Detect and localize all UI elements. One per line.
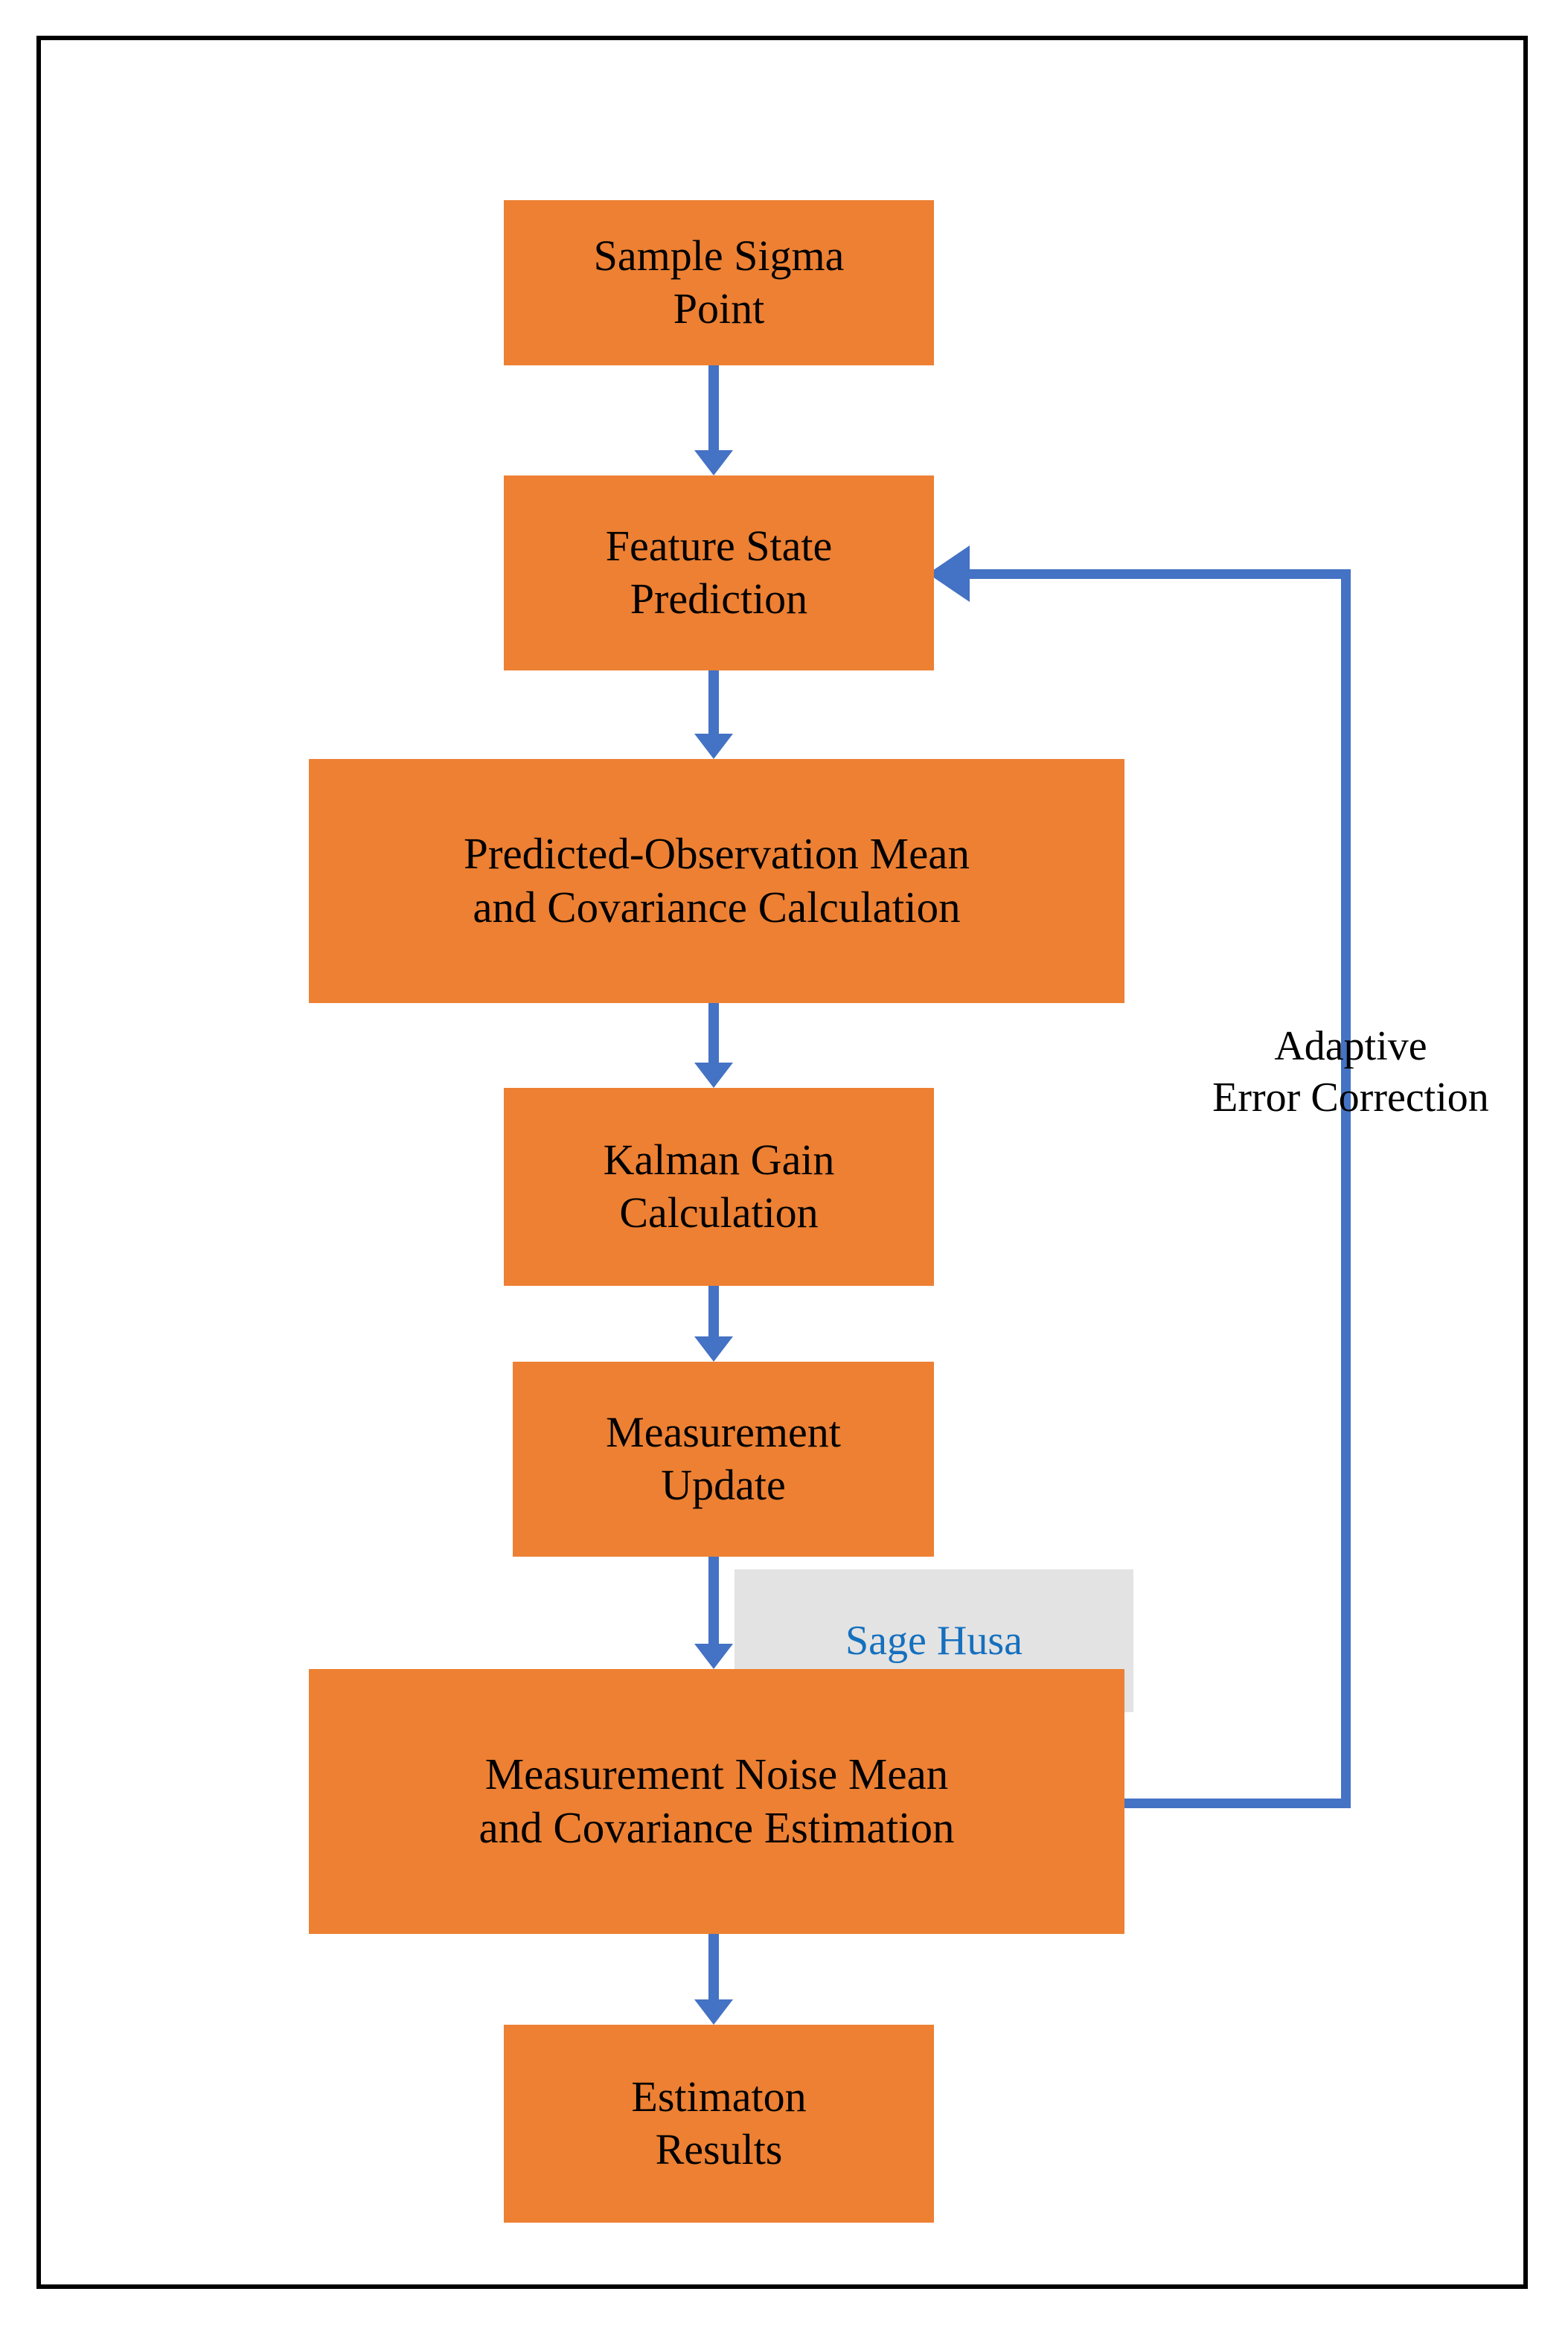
node-estimation-results-label: Estimaton Results xyxy=(631,2072,807,2174)
arrow-measurement-update-to-measurement-noise xyxy=(708,1557,719,1645)
node-predicted-observation-label: Predicted-Observation Mean and Covarianc… xyxy=(464,829,970,932)
feedback-segment-right xyxy=(1341,574,1351,1804)
annotation-sage-husa-label: Sage Husa xyxy=(845,1617,1023,1664)
node-measurement-noise[interactable]: Measurement Noise Mean and Covariance Es… xyxy=(309,1669,1124,1934)
arrow-feature-to-predicted-observation xyxy=(708,670,719,735)
node-measurement-update-label: Measurement Update xyxy=(606,1408,841,1509)
feedback-segment-top xyxy=(969,569,1351,579)
node-kalman-gain-label: Kalman Gain Calculation xyxy=(603,1136,835,1237)
node-predicted-observation[interactable]: Predicted-Observation Mean and Covarianc… xyxy=(309,759,1124,1003)
node-estimation-results[interactable]: Estimaton Results xyxy=(504,2025,934,2223)
arrow-predicted-observation-to-kalman-gain xyxy=(708,1003,719,1064)
node-kalman-gain[interactable]: Kalman Gain Calculation xyxy=(504,1088,934,1286)
diagram-frame: Sage Husa Sample Sigma Point Feature Sta… xyxy=(36,36,1528,2289)
node-sample-sigma-point-label: Sample Sigma Point xyxy=(593,231,845,333)
arrow-measurement-noise-to-estimation-results xyxy=(708,1934,719,2001)
feedback-arrowhead-icon xyxy=(928,545,970,602)
arrow-sample-to-feature xyxy=(708,365,719,452)
node-feature-state-prediction[interactable]: Feature State Prediction xyxy=(504,475,934,670)
node-measurement-noise-label: Measurement Noise Mean and Covariance Es… xyxy=(479,1749,955,1852)
node-feature-state-prediction-label: Feature State Prediction xyxy=(605,522,833,623)
annotation-adaptive-error-correction: Adaptive Error Correction xyxy=(1212,1023,1489,1121)
node-measurement-update[interactable]: Measurement Update xyxy=(513,1362,934,1557)
node-sample-sigma-point[interactable]: Sample Sigma Point xyxy=(504,200,934,365)
arrow-kalman-gain-to-measurement-update xyxy=(708,1286,719,1338)
feedback-segment-bottom xyxy=(1119,1799,1351,1808)
